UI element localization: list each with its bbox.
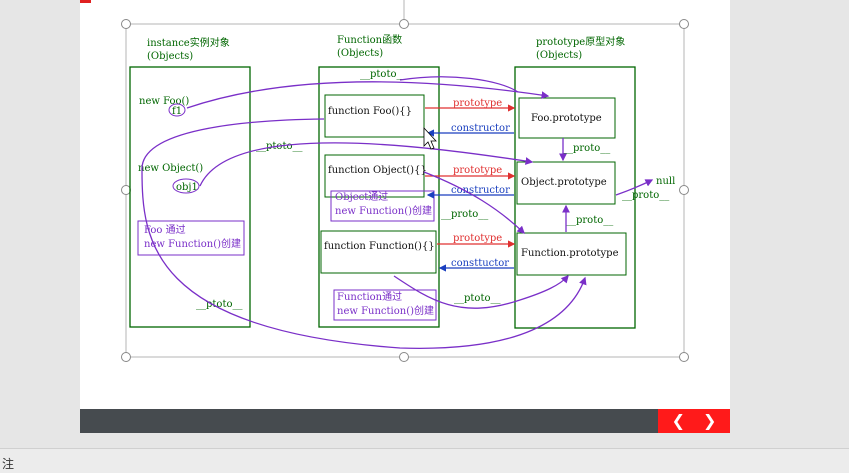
foo-prototype-box[interactable]: [518, 97, 616, 139]
f1-circle: [168, 103, 186, 117]
instance-column-title: instance实例对象: [147, 36, 230, 49]
foo-note-line2: new Function()创建: [144, 237, 241, 250]
object-note-line2: new Function()创建: [335, 204, 432, 217]
proto-curve-object-to-function-prototype: [423, 171, 525, 234]
null-label: null: [656, 176, 675, 187]
instance-ptoto-bottom: __ptoto__: [196, 299, 242, 310]
function-proto-mid: __proto__: [441, 209, 488, 220]
resize-handle[interactable]: [121, 19, 131, 29]
prototype-column-title: prototype原型对象: [536, 35, 625, 48]
function-function-label: function Function(){}: [324, 241, 435, 252]
function-prototype-box[interactable]: [516, 232, 627, 276]
instance-column: [129, 66, 251, 328]
function-ptoto-top: __ptoto__: [360, 69, 406, 80]
foo-prototype-label: Foo.prototype: [531, 113, 602, 124]
resize-handle[interactable]: [679, 185, 689, 195]
constructor-edge-label-1: constructor: [451, 123, 510, 134]
function-column: [318, 66, 440, 328]
resize-handle[interactable]: [121, 185, 131, 195]
slide-bottom-bar: [80, 409, 658, 433]
prototype-column-subtitle: (Objects): [536, 50, 582, 61]
proto-arrow-object-prototype-to-null: [615, 179, 654, 196]
prototype-edge-label-3: prototype: [453, 233, 502, 244]
resize-handle[interactable]: [399, 352, 409, 362]
function-foo-label: function Foo(){}: [328, 106, 412, 117]
previous-slide-button[interactable]: ❮: [671, 411, 685, 430]
f1-label: f1: [172, 106, 182, 117]
next-slide-button[interactable]: ❯: [703, 411, 717, 430]
object-prototype-label: Object.prototype: [521, 177, 607, 188]
obj1-label: obj1: [176, 182, 198, 193]
function-column-subtitle: (Objects): [337, 48, 383, 59]
constructor-edge-label-3: consttuctor: [451, 258, 509, 269]
function-prototype-label: Function.prototype: [521, 248, 619, 259]
function-foo-box[interactable]: [324, 94, 425, 138]
resize-handle[interactable]: [399, 19, 409, 29]
obj1-circle: [172, 178, 200, 194]
proto-curve-function-to-function-prototype: [393, 275, 569, 309]
status-bar: 注: [0, 448, 849, 473]
object-note-line1: Object通过: [335, 190, 388, 203]
prototype-proto-2: __proto__: [566, 215, 613, 226]
proto-curve-function-top: [399, 76, 519, 93]
proto-curve-foo-to-function-prototype: [141, 118, 587, 349]
function-note-line2: new Function()创建: [337, 304, 434, 317]
object-note-box: [330, 190, 435, 222]
function-function-box[interactable]: [320, 230, 437, 274]
constructor-edge-label-2: constructor: [451, 185, 510, 196]
selection-frame[interactable]: [121, 0, 689, 362]
slide-marker: [80, 0, 91, 3]
prototype-edge-label-1: prototype: [453, 98, 502, 109]
foo-note-line1: Foo 通过: [144, 223, 186, 236]
resize-handle[interactable]: [121, 352, 131, 362]
proto-curve-obj1-to-object-prototype: [199, 142, 534, 187]
function-note-box: [333, 289, 437, 321]
prototype-proto-null: __proto__: [622, 190, 669, 201]
prototype-column: [514, 66, 636, 329]
foo-note-box: [137, 220, 245, 256]
function-object-box[interactable]: [324, 154, 425, 198]
function-note-line1: Function通过: [337, 290, 402, 303]
slide-navigation: ❮ ❯: [658, 409, 730, 433]
proto-curve-f1-to-foo-prototype: [186, 81, 550, 109]
resize-handle[interactable]: [679, 352, 689, 362]
object-prototype-box[interactable]: [516, 161, 616, 205]
function-object-label: function Object(){}: [328, 165, 427, 176]
prototype-proto-1: __proto__: [563, 143, 610, 154]
mouse-cursor-icon: [423, 126, 437, 150]
instance-column-subtitle: (Objects): [147, 51, 193, 62]
function-ptoto-bottom: __ptoto__: [454, 293, 500, 304]
prototype-edge-label-2: prototype: [453, 165, 502, 176]
new-object-label: new Object(): [138, 163, 203, 174]
function-column-title: Function函数: [337, 33, 402, 46]
new-foo-label: new Foo(): [139, 96, 189, 107]
status-text: 注: [2, 457, 15, 471]
resize-handle[interactable]: [679, 19, 689, 29]
